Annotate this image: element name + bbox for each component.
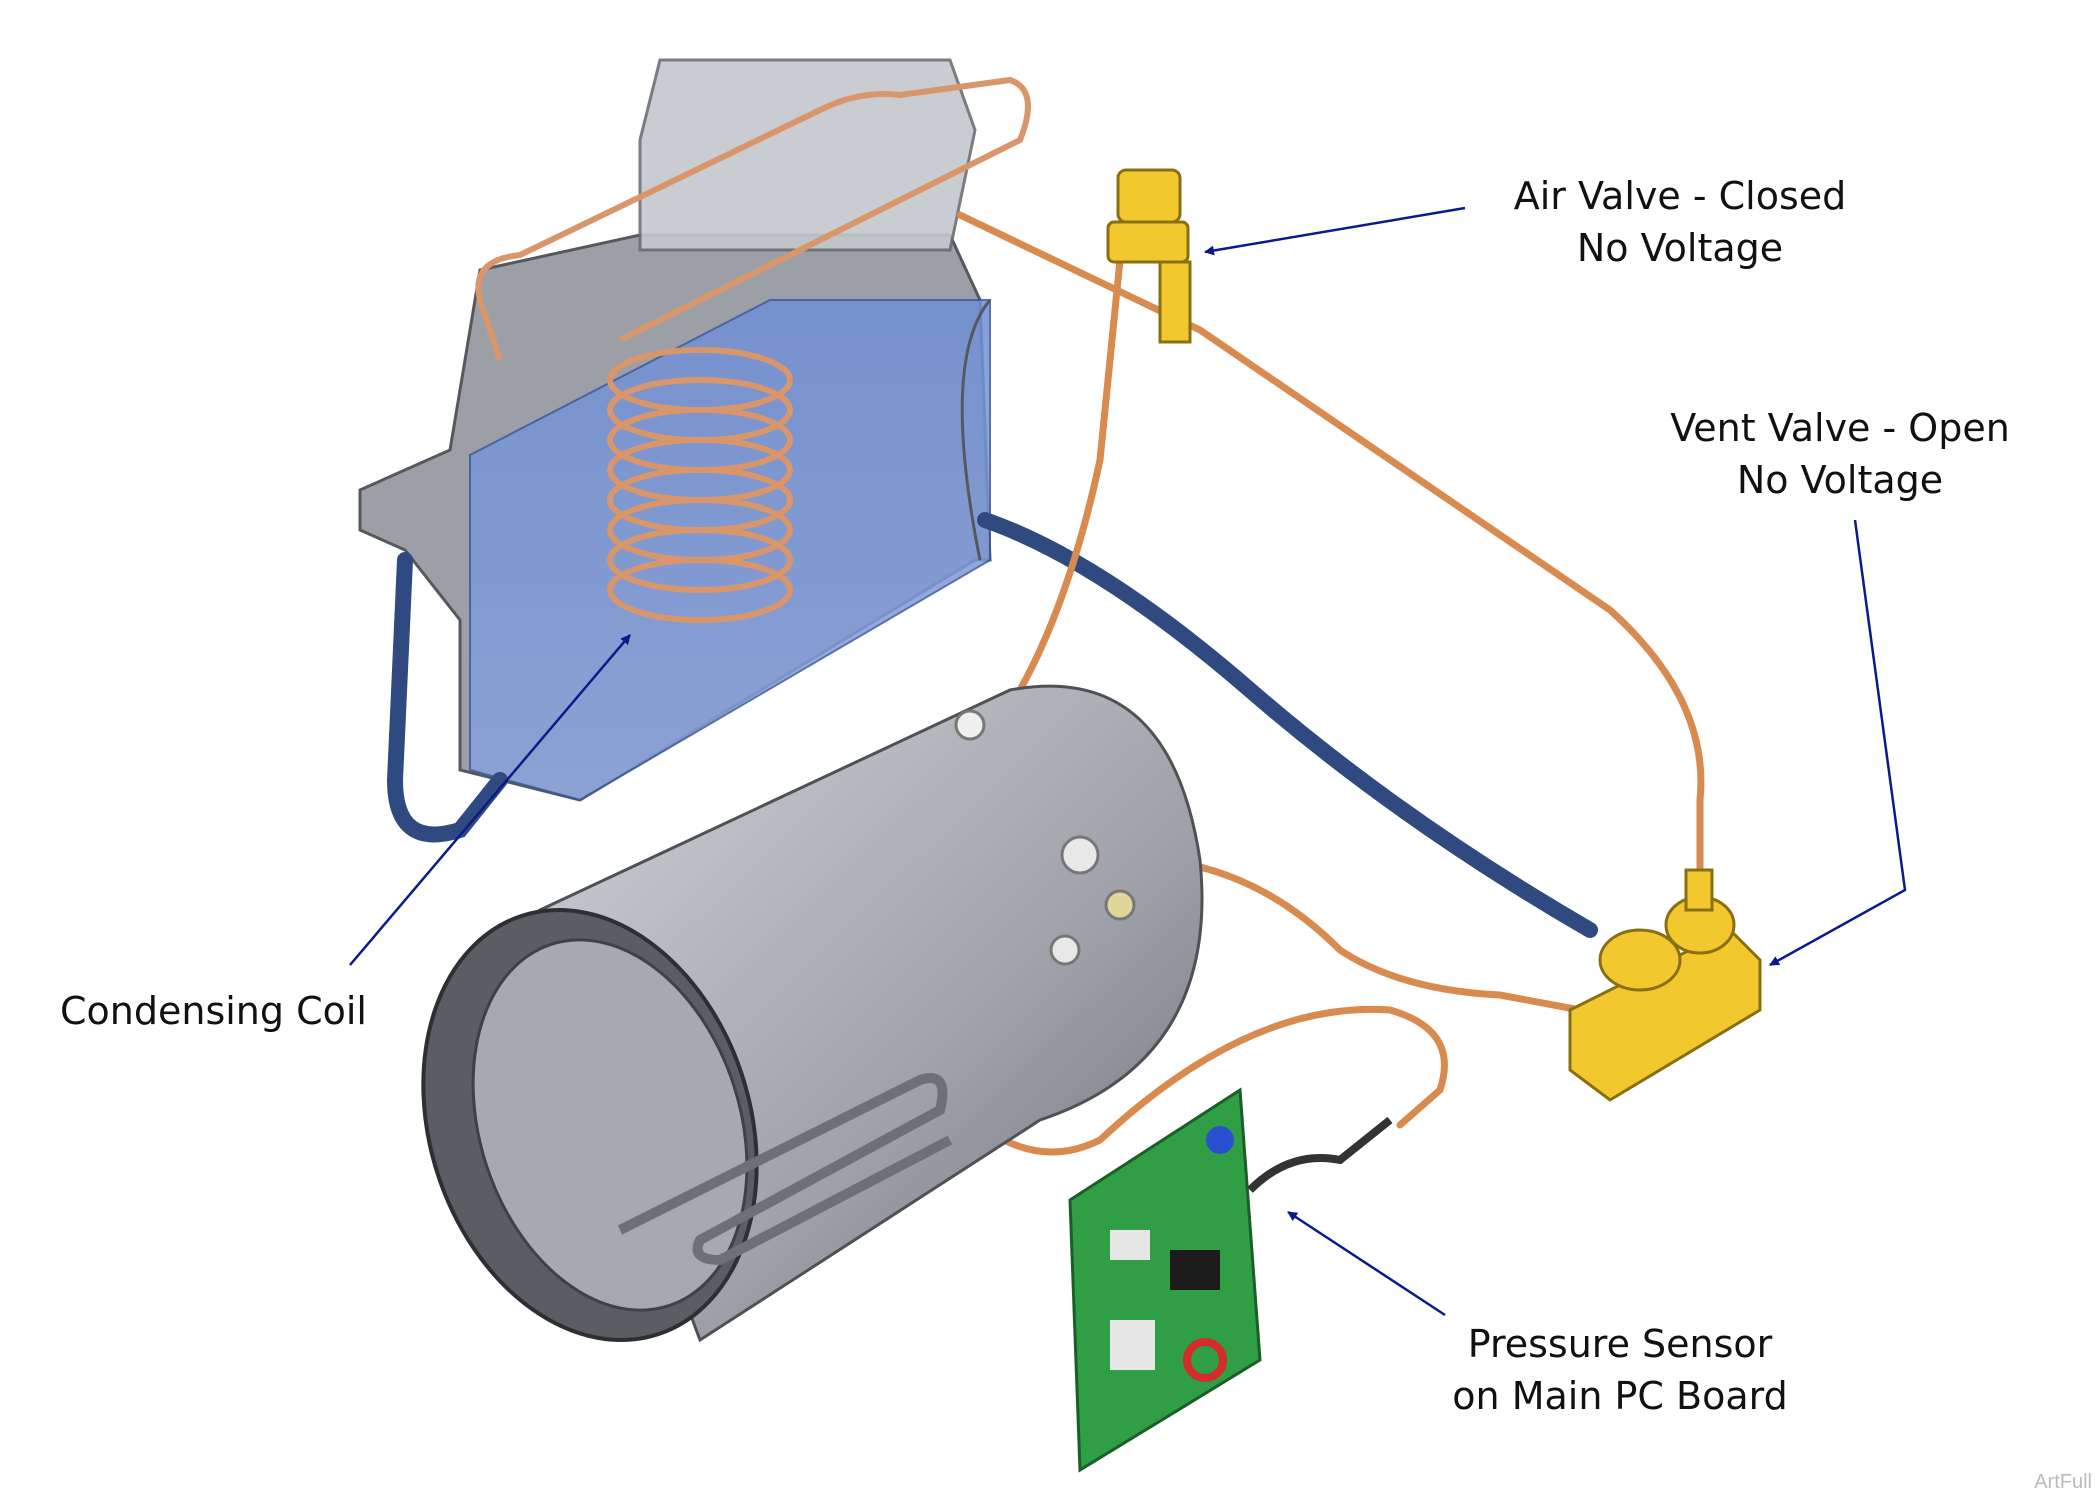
pressure-sensor-cable: [1247, 1116, 1393, 1193]
reservoir-lid: [638, 58, 977, 252]
pc-board-component-2: [1170, 1250, 1220, 1290]
pressure-sensor-text: Pressure Sensor: [1467, 1322, 1773, 1366]
label-pressure-sensor: Pressure Sensor on Main PC Board: [1420, 1318, 1820, 1422]
water-hoses: [386, 512, 1598, 938]
air-valve-body: [1106, 220, 1190, 264]
vent-valve-stem: [1684, 868, 1714, 912]
vent-valve: [1568, 868, 1762, 1102]
air-valve: [1106, 168, 1192, 344]
air-valve-state: Air Valve - Closed: [1513, 174, 1847, 218]
sterilizer-chamber: [421, 684, 1204, 1343]
callout-pointers: [349, 206, 1907, 1317]
pointer-vent-valve: [1769, 519, 1907, 967]
pc-board-component-1: [1110, 1230, 1150, 1260]
pc-board-component-3: [1110, 1320, 1155, 1370]
pc-board-inductor: [1183, 1338, 1227, 1382]
pc-board-capacitor: [1206, 1126, 1234, 1154]
label-vent-valve: Vent Valve - Open No Voltage: [1640, 402, 2040, 506]
return-hose: [977, 512, 1598, 938]
chamber-fitting-4: [954, 709, 986, 741]
reservoir-curved-side: [960, 299, 992, 561]
air-valve-voltage: No Voltage: [1576, 226, 1784, 270]
pointer-condensing-coil: [349, 634, 631, 966]
watermark: ArtFull: [2034, 1471, 2092, 1493]
main-pc-board: [1068, 1087, 1393, 1473]
vent-valve-cap-1: [1598, 928, 1682, 992]
air-valve-tee: [1158, 260, 1192, 344]
tube-reservoir-to-vent: [956, 211, 1705, 884]
chamber-opening: [471, 938, 749, 1312]
vent-valve-voltage: No Voltage: [1736, 458, 1944, 502]
chamber-fitting-1: [1060, 835, 1100, 875]
pointer-pressure-sensor: [1287, 1210, 1446, 1317]
condensing-coil-text: Condensing Coil: [60, 989, 367, 1033]
air-valve-coil: [1116, 168, 1182, 224]
drain-hose: [386, 552, 508, 843]
heating-element: [617, 1073, 953, 1266]
reservoir-water: [469, 299, 991, 802]
vent-valve-state: Vent Valve - Open: [1670, 406, 2010, 450]
pressure-sensor-location: on Main PC Board: [1452, 1374, 1788, 1418]
tube-chamber-to-vent: [1096, 851, 1584, 1014]
chamber-fitting-3: [1049, 934, 1081, 966]
reservoir: [358, 58, 992, 802]
chamber-fitting-2: [1104, 889, 1136, 921]
pointer-air-valve: [1204, 206, 1466, 256]
label-air-valve: Air Valve - Closed No Voltage: [1480, 170, 1880, 274]
tube-chamber-to-sensor: [976, 1005, 1448, 1156]
label-condensing-coil: Condensing Coil: [60, 985, 420, 1037]
condensing-coil: [475, 76, 1031, 623]
